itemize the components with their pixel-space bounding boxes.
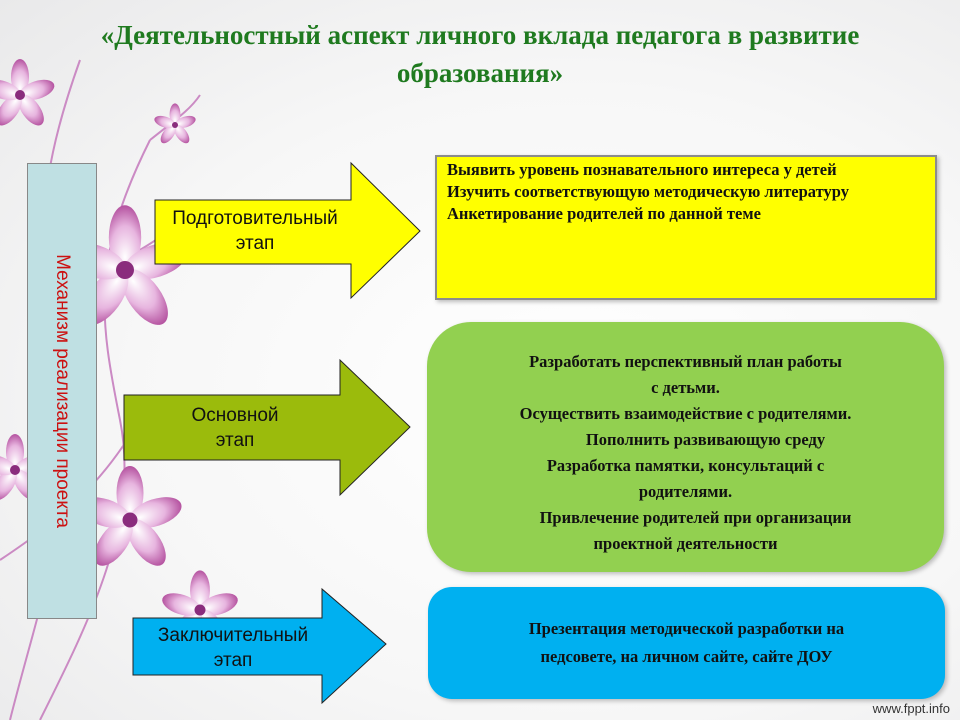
task-line: родителями. bbox=[638, 482, 733, 501]
main-tasks-box: Разработать перспективный план работы с … bbox=[427, 322, 944, 572]
preparatory-tasks-box: Выявить уровень познавательного интереса… bbox=[435, 155, 937, 300]
task-line: Разработать перспективный план работы bbox=[529, 352, 842, 371]
task-line: Осуществить взаимодействие с родителями. bbox=[519, 404, 852, 423]
stage-label-final: Заключительный этап bbox=[157, 625, 309, 671]
task-item: Изучить соответствующую методическую лит… bbox=[447, 182, 849, 201]
task-line: Разработка памятки, консультаций с bbox=[546, 456, 825, 475]
task-line: Презентация методической разработки на bbox=[528, 619, 845, 638]
final-tasks-box: Презентация методической разработки на п… bbox=[428, 587, 945, 699]
arrow-final bbox=[132, 587, 387, 705]
side-label-bar: Механизм реализации проекта bbox=[27, 163, 97, 619]
arrow-preparatory bbox=[154, 161, 421, 300]
task-line: Привлечение родителей при организации bbox=[539, 508, 852, 527]
stage-label-preparatory: Подготовительный этап bbox=[172, 208, 338, 254]
task-line: педсовете, на личном сайте, сайте ДОУ bbox=[540, 647, 833, 666]
task-line: Пополнить развивающую среду bbox=[585, 430, 826, 449]
task-item: Анкетирование родителей по данной теме bbox=[447, 204, 761, 223]
task-line: проектной деятельности bbox=[593, 534, 778, 553]
arrow-main bbox=[123, 358, 411, 497]
task-item: Выявить уровень познавательного интереса… bbox=[447, 160, 837, 179]
task-line: с детьми. bbox=[651, 378, 720, 397]
slide-title: «Деятельностный аспект личного вклада пе… bbox=[100, 20, 860, 88]
stage-label-main: Основной этап bbox=[191, 405, 279, 451]
watermark-text: www.fppt.info bbox=[872, 701, 950, 716]
